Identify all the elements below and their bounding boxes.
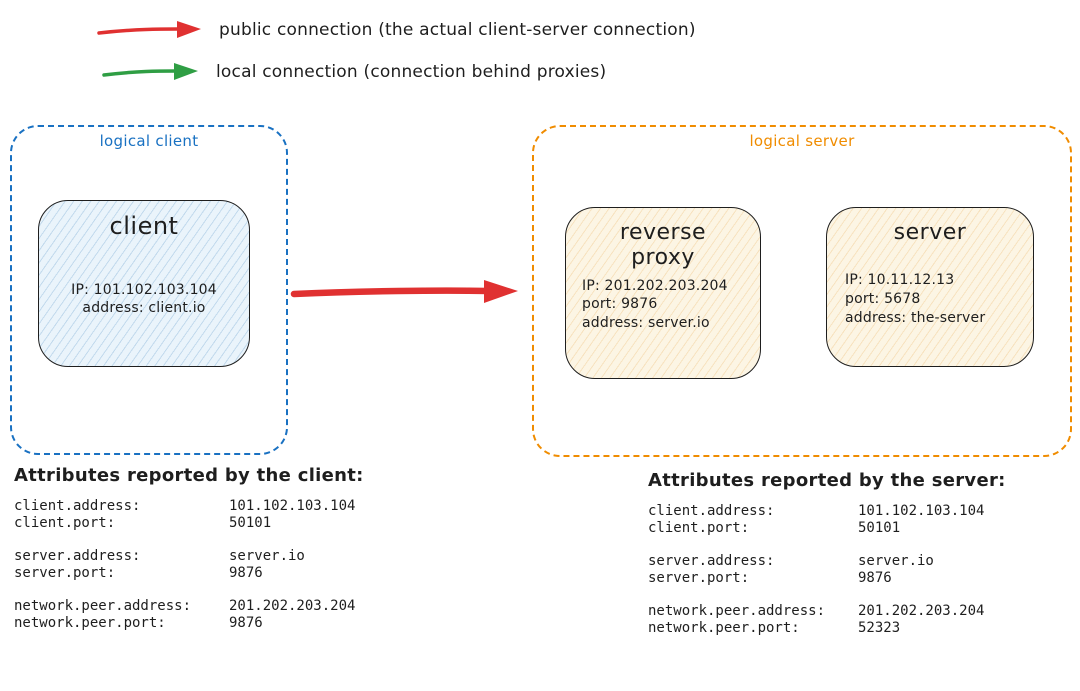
attr-key: client.address:: [648, 503, 775, 519]
attr-row: server.address: server.io: [14, 548, 355, 565]
attr-value: 9876: [229, 565, 263, 581]
legend-local-connection: local connection (connection behind prox…: [100, 58, 606, 86]
client-attr-group-network-peer: network.peer.address: 201.202.203.204 ne…: [14, 598, 355, 632]
logical-client-label: logical client: [91, 132, 207, 150]
server-node-details: IP: 10.11.12.13 port: 5678 address: the-…: [827, 271, 1033, 328]
attr-row: client.address: 101.102.103.104: [14, 498, 355, 515]
client-attributes-table: client.address: 101.102.103.104 client.p…: [14, 498, 355, 632]
client-node-title: client: [109, 212, 179, 240]
attr-value: 101.102.103.104: [858, 503, 985, 519]
reverse-proxy-ip: IP: 201.202.203.204: [582, 277, 728, 294]
attr-key: server.address:: [648, 553, 775, 569]
server-ip: IP: 10.11.12.13: [845, 272, 955, 289]
attr-key: server.address:: [14, 548, 141, 564]
attr-value: 9876: [858, 570, 892, 586]
attr-value: 50101: [858, 520, 901, 536]
attr-row: network.peer.address: 201.202.203.204: [14, 598, 355, 615]
client-attr-group-client: client.address: 101.102.103.104 client.p…: [14, 498, 355, 532]
client-ip: IP: 101.102.103.104: [71, 281, 217, 298]
attr-row: client.port: 50101: [648, 520, 984, 537]
reverse-proxy-address: address: server.io: [582, 315, 710, 332]
server-address: address: the-server: [845, 310, 986, 327]
reverse-proxy-node-title: reverse proxy: [619, 220, 707, 271]
logical-server-group: logical server: [532, 125, 1072, 457]
server-attributes-heading: Attributes reported by the server:: [648, 470, 1006, 491]
attr-key: network.peer.address:: [14, 598, 192, 614]
attr-row: network.peer.port: 9876: [14, 615, 355, 632]
reverse-proxy-node: reverse proxy IP: 201.202.203.204 port: …: [565, 207, 761, 379]
client-attr-group-server: server.address: server.io server.port: 9…: [14, 548, 355, 582]
server-attributes-table: client.address: 101.102.103.104 client.p…: [648, 503, 984, 637]
attr-value: 201.202.203.204: [858, 603, 985, 619]
legend-public-connection: public connection (the actual client-ser…: [95, 16, 696, 44]
server-node-title: server: [893, 220, 967, 245]
attr-row: server.address: server.io: [648, 553, 984, 570]
server-attr-group-server: server.address: server.io server.port: 9…: [648, 553, 984, 587]
attr-row: server.port: 9876: [648, 570, 984, 587]
attr-key: network.peer.port:: [14, 615, 166, 631]
server-attr-group-client: client.address: 101.102.103.104 client.p…: [648, 503, 984, 537]
attr-row: network.peer.address: 201.202.203.204: [648, 603, 984, 620]
attr-key: client.address:: [14, 498, 141, 514]
server-port: port: 5678: [845, 291, 921, 308]
attr-value: server.io: [858, 553, 934, 569]
attr-key: network.peer.port:: [648, 620, 800, 636]
attr-key: client.port:: [14, 515, 116, 531]
attr-row: server.port: 9876: [14, 565, 355, 582]
client-to-server-arrow-icon: [290, 280, 518, 303]
attr-value: 50101: [229, 515, 272, 531]
attr-key: network.peer.address:: [648, 603, 826, 619]
legend-public-label: public connection (the actual client-ser…: [219, 20, 696, 40]
client-attributes-heading: Attributes reported by the client:: [14, 465, 364, 486]
legend-local-label: local connection (connection behind prox…: [216, 62, 607, 82]
attr-row: client.address: 101.102.103.104: [648, 503, 984, 520]
public-connection-arrow-icon: [97, 21, 201, 38]
client-address: address: client.io: [82, 300, 206, 317]
client-node: client IP: 101.102.103.104 address: clie…: [38, 200, 250, 367]
client-node-details: IP: 101.102.103.104 address: client.io: [39, 281, 249, 319]
server-node: server IP: 10.11.12.13 port: 5678 addres…: [826, 207, 1034, 367]
attr-value: server.io: [229, 548, 305, 564]
local-connection-arrow-icon: [102, 63, 198, 80]
attr-row: network.peer.port: 52323: [648, 620, 984, 637]
server-attr-group-network-peer: network.peer.address: 201.202.203.204 ne…: [648, 603, 984, 637]
attr-row: client.port: 50101: [14, 515, 355, 532]
logical-server-label: logical server: [741, 132, 863, 150]
attr-key: client.port:: [648, 520, 750, 536]
logical-client-group: logical client: [10, 125, 288, 455]
attr-value: 101.102.103.104: [229, 498, 356, 514]
attr-key: server.port:: [648, 570, 750, 586]
attr-value: 201.202.203.204: [229, 598, 356, 614]
attr-value: 9876: [229, 615, 263, 631]
attr-key: server.port:: [14, 565, 116, 581]
reverse-proxy-port: port: 9876: [582, 296, 658, 313]
attr-value: 52323: [858, 620, 901, 636]
reverse-proxy-node-details: IP: 201.202.203.204 port: 9876 address: …: [566, 277, 760, 334]
